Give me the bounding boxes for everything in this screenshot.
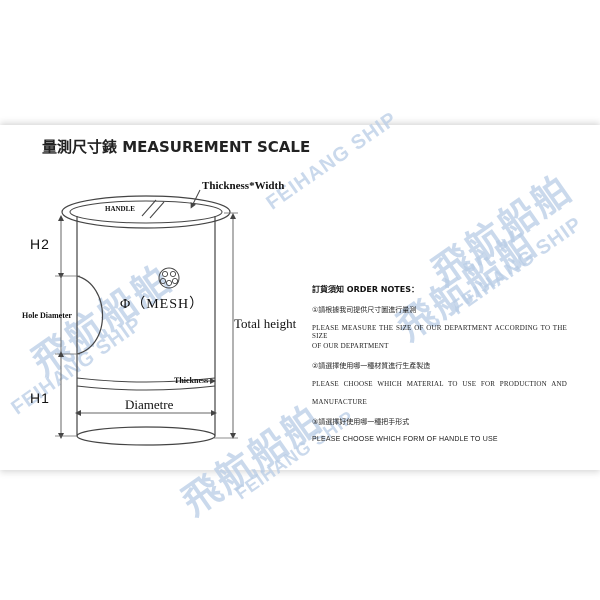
diametre-label: Diametre	[125, 397, 174, 412]
note-1-en-cont: OF OUR DEPARTMENT	[312, 342, 389, 350]
hole-diameter-label: Hole Diameter	[22, 311, 72, 320]
rim-outer	[61, 195, 231, 229]
mesh-label: Φ（MESH）	[120, 297, 205, 312]
note-1-en: PLEASE MEASURE THE SIZE OF OUR DEPARTMEN…	[312, 324, 567, 341]
order-notes-heading: 訂貨須知 ORDER NOTES：	[312, 285, 419, 294]
handle-mark	[141, 199, 157, 217]
note-1-cn: ①請根據我司提供尺寸圖進行量測	[312, 306, 417, 314]
rim-inner	[69, 200, 223, 224]
h1-label: H1	[30, 390, 50, 406]
h2-label: H2	[30, 236, 50, 252]
handle-label: HANDLE	[105, 205, 135, 213]
thickness-band-lower	[76, 385, 216, 391]
total-height-label: Total height	[234, 316, 297, 331]
bottom-ellipse	[76, 426, 216, 446]
thickness-width-label: Thickness*Width	[202, 180, 285, 192]
note-2-en: PLEASE CHOOSE WHICH MATERIAL TO USE FOR …	[312, 380, 567, 388]
note-3-en: PLEASE CHOOSE WHICH FORM OF HANDLE TO US…	[312, 436, 498, 443]
mesh-icon	[158, 267, 180, 289]
page-title: 量測尺寸錶 MEASUREMENT SCALE	[42, 138, 311, 156]
handle-mark	[149, 201, 165, 219]
thickness-width-arrow	[190, 189, 201, 209]
thickness-label: Thickness	[174, 376, 209, 385]
handle-opening	[76, 275, 104, 355]
note-3-cn: ③請選擇好使用哪一種把手形式	[312, 418, 410, 426]
note-2-en-cont: MANUFACTURE	[312, 398, 367, 406]
thickness-band	[76, 377, 216, 383]
note-2-cn: ②請選擇使用哪一種材質進行生產製造	[312, 362, 431, 370]
